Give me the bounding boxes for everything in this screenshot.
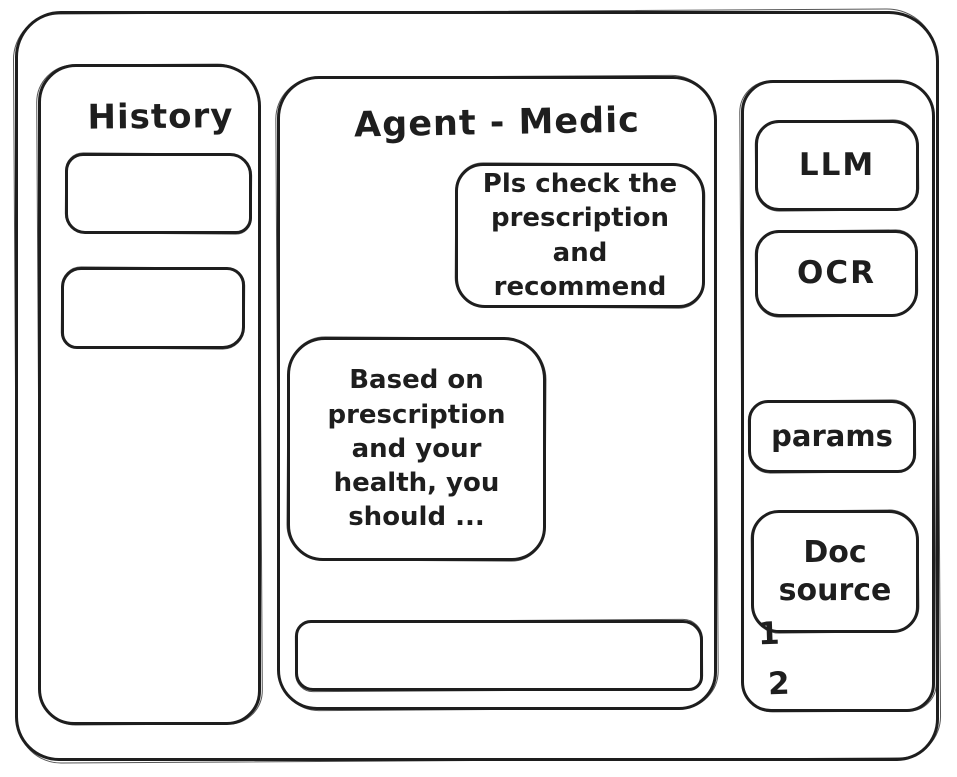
user-message-bubble: Pls check the prescription and recommend bbox=[455, 163, 705, 308]
params-button[interactable]: params bbox=[748, 400, 916, 473]
tools-panel: LLM OCR params Doc source 1 2 bbox=[741, 80, 935, 712]
llm-button[interactable]: LLM bbox=[755, 120, 919, 211]
history-panel: History bbox=[38, 64, 261, 725]
history-item[interactable] bbox=[61, 267, 245, 349]
assistant-message-bubble: Based on prescription and your health, y… bbox=[287, 337, 546, 561]
doc-source-item-2[interactable]: 2 bbox=[767, 665, 791, 703]
chat-input-box bbox=[295, 620, 703, 691]
doc-source-item-1[interactable]: 1 bbox=[757, 615, 781, 653]
history-title: History bbox=[87, 96, 234, 138]
ocr-button[interactable]: OCR bbox=[755, 230, 918, 317]
chat-input[interactable] bbox=[298, 623, 700, 688]
chat-panel: Agent - Medic Pls check the prescription… bbox=[277, 76, 717, 710]
assistant-message-text: Based on prescription and your health, y… bbox=[327, 365, 506, 533]
history-item[interactable] bbox=[65, 153, 252, 234]
chat-title: Agent - Medic bbox=[353, 100, 641, 146]
user-message-text: Pls check the prescription and recommend bbox=[482, 168, 678, 302]
doc-source-button[interactable]: Doc source bbox=[751, 510, 919, 633]
